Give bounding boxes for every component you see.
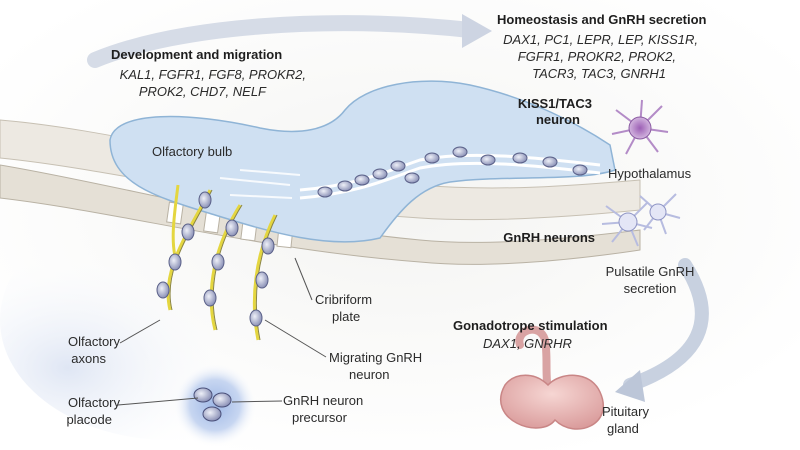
cribriform-plate-label-line2: plate [332,309,361,324]
migrating-neuron-label-line1: Migrating GnRH [329,350,423,365]
gnrh-precursor-label-line2: precursor [292,410,347,425]
top-arrow-shaft [87,15,478,68]
development-title: Development and migration [111,47,283,62]
face-shading [0,200,340,440]
gnrh-neurons-label: GnRH neurons [503,230,595,245]
olfactory-axons-label-line1: Olfactory [67,334,120,349]
cribriform-plate-label-line1: Cribriform [315,292,373,307]
gnrh-neurons-icon [601,193,681,247]
pituitary-gland-label-line2: gland [607,421,639,436]
migrating-neurons-track [317,146,588,198]
pituitary-gland-icon [499,325,604,430]
homeostasis-genes-line2: FGFR1, PROKR2, PROK2, [517,49,676,64]
development-genes-line2: PROK2, CHD7, NELF [138,84,266,99]
gnrh-precursor-cells [193,387,232,422]
olfactory-bulb-shape [109,80,616,243]
olfactory-placode-label-line1: Olfactory [67,395,120,410]
hypothalamus-label: Hypothalamus [608,166,692,181]
top-arrow-head [462,14,492,48]
gonadotrope-title: Gonadotrope stimulation [453,318,608,333]
olfactory-axons-label-line2: axons [71,351,106,366]
bulb-arrows [219,169,301,199]
pituitary-arrow-head [615,370,645,402]
gnrh-precursor-label-line1: GnRH neuron [283,393,364,408]
gonadotrope-genes: DAX1, GNRHR [483,336,572,351]
homeostasis-genes-line3: TACR3, TAC3, GNRH1 [532,66,666,81]
development-genes-line1: KAL1, FGFR1, FGF8, PROKR2, [119,67,306,82]
migrating-neuron-label-line2: neuron [349,367,390,382]
homeostasis-genes-line1: DAX1, PC1, LEPR, LEP, KISS1R, [503,32,698,47]
pituitary-arrow-shaft [623,258,709,392]
olfactory-bulb-label: Olfactory bulb [152,144,233,159]
kiss1-neuron-label-line2: neuron [535,112,580,127]
olfactory-placode-label-line2: placode [66,412,112,427]
migrating-neurons-axons [156,191,275,327]
pulsatile-secretion-label-line1: Pulsatile GnRH [605,264,695,279]
kiss1-neuron-icon [611,99,669,155]
homeostasis-title: Homeostasis and GnRH secretion [497,12,707,27]
pulsatile-secretion-label-line2: secretion [623,281,677,296]
kiss1-neuron-label-line1: KISS1/TAC3 [517,96,592,111]
pituitary-gland-label-line1: Pituitary [602,404,649,419]
